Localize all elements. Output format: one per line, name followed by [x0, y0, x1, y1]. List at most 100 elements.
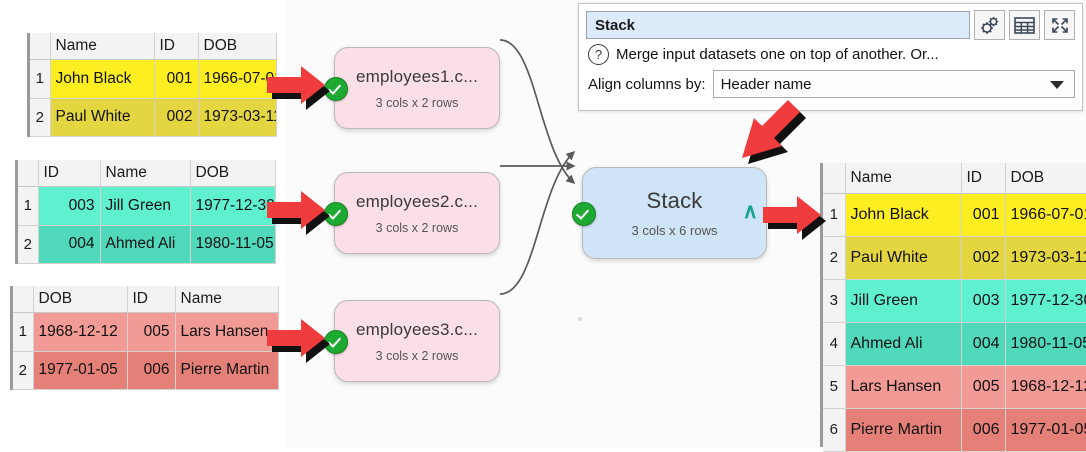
node-employees1[interactable]: employees1.c... 3 cols x 2 rows	[324, 47, 500, 129]
table-header-row: ID Name DOB	[18, 160, 276, 187]
cell-name[interactable]: Paul White	[844, 236, 962, 280]
cell-name[interactable]: Ahmed Ali	[99, 224, 191, 264]
node-title: Stack	[646, 188, 703, 213]
row-number: 4	[823, 322, 846, 366]
cell-id[interactable]: 004	[37, 224, 101, 264]
cell-name[interactable]: John Black	[49, 59, 155, 99]
cell-dob[interactable]: 1980-11-05	[189, 224, 276, 264]
cell-name[interactable]: Ahmed Ali	[844, 322, 962, 366]
column-header[interactable]: Name	[844, 163, 962, 194]
output-caret-icon[interactable]: ∧	[742, 200, 758, 223]
table-grid-icon[interactable]	[1009, 10, 1040, 40]
cell-dob[interactable]: 1968-12-12	[1004, 365, 1086, 409]
node-subtitle: 3 cols x 2 rows	[375, 95, 459, 110]
cell-id[interactable]: 006	[960, 408, 1006, 452]
cell-id[interactable]: 003	[37, 186, 101, 226]
row-number: 5	[823, 365, 846, 409]
cell-id[interactable]: 005	[126, 312, 176, 352]
question-mark-icon[interactable]: ?	[588, 44, 609, 65]
column-header[interactable]: ID	[126, 286, 176, 313]
align-columns-select[interactable]: Header name	[712, 70, 1075, 98]
cell-dob[interactable]: 1966-07-01	[1004, 193, 1086, 237]
table-row[interactable]: 1 John Black 001 1966-07-01	[30, 59, 277, 99]
status-ok-icon	[572, 202, 596, 226]
stack-properties-panel[interactable]: Stack	[578, 3, 1083, 111]
table-row[interactable]: 1 John Black 001 1966-07-01	[823, 193, 1086, 237]
column-header[interactable]: ID	[960, 163, 1006, 194]
row-number: 2	[823, 236, 846, 280]
corner-cell	[13, 286, 34, 313]
status-ok-icon	[324, 330, 348, 354]
cell-id[interactable]: 004	[960, 322, 1006, 366]
expand-icon[interactable]	[1044, 10, 1075, 40]
cell-name[interactable]: Pierre Martin	[844, 408, 962, 452]
cell-dob[interactable]: 1973-03-11	[197, 97, 277, 137]
table-header-row: Name ID DOB	[823, 163, 1086, 194]
panel-toolbar-row: Stack	[579, 4, 1082, 40]
cell-name[interactable]: Lars Hansen	[844, 365, 962, 409]
cell-id[interactable]: 003	[960, 279, 1006, 323]
node-name-input[interactable]: Stack	[586, 11, 970, 39]
row-number: 2	[30, 97, 51, 137]
table-row[interactable]: 3 Jill Green 003 1977-12-30	[823, 279, 1086, 323]
panel-description: Merge input datasets one on top of anoth…	[616, 46, 939, 63]
table-row[interactable]: 1 1968-12-12 005 Lars Hansen	[13, 312, 279, 352]
cell-name[interactable]: Jill Green	[99, 186, 191, 226]
node-title: employees2.c...	[355, 191, 479, 211]
table-row[interactable]: 1 003 Jill Green 1977-12-30	[18, 186, 276, 226]
cell-name[interactable]: Lars Hansen	[174, 312, 279, 352]
chevron-down-icon	[1050, 81, 1064, 89]
corner-cell	[18, 160, 39, 187]
table-employees2[interactable]: ID Name DOB 1 003 Jill Green 1977-12-30 …	[15, 160, 276, 264]
cell-name[interactable]: John Black	[844, 193, 962, 237]
cell-dob[interactable]: 1973-03-11	[1004, 236, 1086, 280]
cell-name[interactable]: Pierre Martin	[174, 350, 279, 390]
table-row[interactable]: 6 Pierre Martin 006 1977-01-05	[823, 408, 1086, 452]
cell-name[interactable]: Paul White	[49, 97, 155, 137]
table-row[interactable]: 2 Paul White 002 1973-03-11	[823, 236, 1086, 280]
cell-dob[interactable]: 1980-11-05	[1004, 322, 1086, 366]
cell-id[interactable]: 002	[960, 236, 1006, 280]
table-row[interactable]: 5 Lars Hansen 005 1968-12-12	[823, 365, 1086, 409]
row-number: 3	[823, 279, 846, 323]
table-employees1[interactable]: Name ID DOB 1 John Black 001 1966-07-01 …	[27, 33, 277, 137]
cell-dob[interactable]: 1966-07-01	[197, 59, 277, 99]
column-header[interactable]: Name	[49, 33, 155, 60]
node-subtitle: 3 cols x 2 rows	[375, 220, 459, 235]
cell-dob[interactable]: 1977-12-30	[1004, 279, 1086, 323]
cell-id[interactable]: 001	[153, 59, 199, 99]
canvas-dot	[578, 317, 582, 321]
table-output-stacked[interactable]: Name ID DOB 1 John Black 001 1966-07-01 …	[820, 163, 1086, 452]
cell-dob[interactable]: 1977-01-05	[1004, 408, 1086, 452]
cell-dob[interactable]: 1977-01-05	[32, 350, 128, 390]
node-employees2[interactable]: employees2.c... 3 cols x 2 rows	[324, 172, 500, 254]
node-stack[interactable]: Stack 3 cols x 6 rows ∧	[572, 167, 767, 259]
column-header[interactable]: DOB	[32, 286, 128, 313]
column-header[interactable]: Name	[99, 160, 191, 187]
column-header[interactable]: DOB	[189, 160, 276, 187]
row-number: 1	[30, 59, 51, 99]
cell-dob[interactable]: 1968-12-12	[32, 312, 128, 352]
column-header[interactable]: ID	[153, 33, 199, 60]
cell-name[interactable]: Jill Green	[844, 279, 962, 323]
cell-id[interactable]: 006	[126, 350, 176, 390]
node-subtitle: 3 cols x 6 rows	[631, 223, 718, 238]
table-row[interactable]: 4 Ahmed Ali 004 1980-11-05	[823, 322, 1086, 366]
table-employees3[interactable]: DOB ID Name 1 1968-12-12 005 Lars Hansen…	[10, 286, 279, 390]
corner-cell	[823, 163, 846, 194]
row-number: 1	[18, 186, 39, 226]
node-employees3[interactable]: employees3.c... 3 cols x 2 rows	[324, 300, 500, 382]
column-header[interactable]: DOB	[197, 33, 277, 60]
table-row[interactable]: 2 1977-01-05 006 Pierre Martin	[13, 350, 279, 390]
cell-id[interactable]: 001	[960, 193, 1006, 237]
table-row[interactable]: 2 004 Ahmed Ali 1980-11-05	[18, 224, 276, 264]
cell-id[interactable]: 002	[153, 97, 199, 137]
column-header[interactable]: Name	[174, 286, 279, 313]
status-ok-icon	[324, 202, 348, 226]
column-header[interactable]: ID	[37, 160, 101, 187]
cell-dob[interactable]: 1977-12-30	[189, 186, 276, 226]
settings-gears-icon[interactable]	[974, 10, 1005, 40]
cell-id[interactable]: 005	[960, 365, 1006, 409]
column-header[interactable]: DOB	[1004, 163, 1086, 194]
table-row[interactable]: 2 Paul White 002 1973-03-11	[30, 97, 277, 137]
